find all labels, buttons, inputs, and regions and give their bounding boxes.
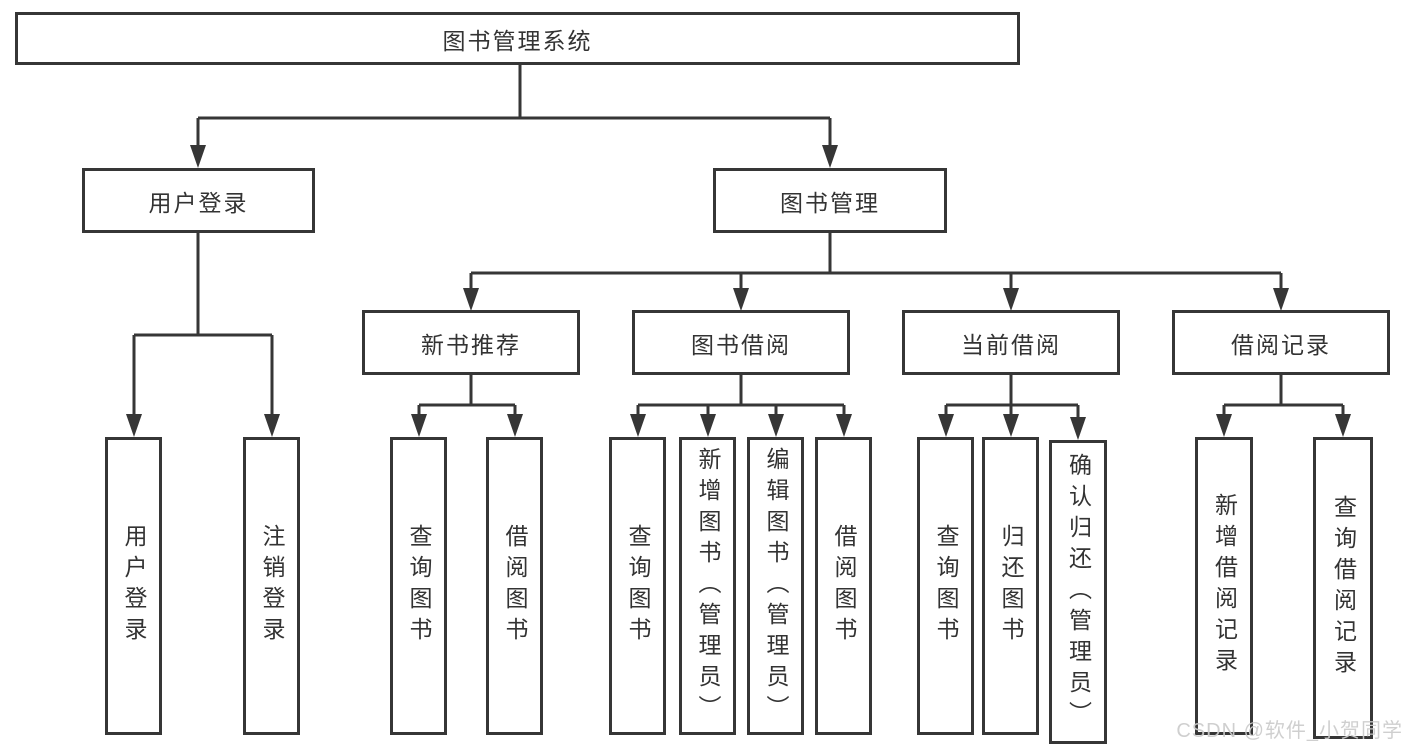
node-leaf-edit-book-admin: 编辑图书（管理员）: [747, 437, 804, 735]
node-leaf-query-books-current: 查询图书: [917, 437, 974, 735]
node-leaf-query-borrow-record: 查询借阅记录: [1313, 437, 1373, 739]
node-leaf-confirm-return-admin: 确认归还（管理员）: [1049, 440, 1107, 744]
node-leaf-add-book-admin: 新增图书（管理员）: [679, 437, 736, 735]
node-leaf-borrow-books-recommend: 借阅图书: [486, 437, 543, 735]
node-book-management-branch: 图书管理: [713, 168, 947, 233]
node-root-system: 图书管理系统: [15, 12, 1020, 65]
node-borrowing-records: 借阅记录: [1172, 310, 1390, 375]
arrowheads: [126, 145, 1351, 440]
node-leaf-query-books-borrowing: 查询图书: [609, 437, 666, 735]
node-new-book-recommendation: 新书推荐: [362, 310, 580, 375]
node-current-borrowing: 当前借阅: [902, 310, 1120, 375]
node-leaf-borrow-books-borrowing: 借阅图书: [815, 437, 872, 735]
node-leaf-query-books-recommend: 查询图书: [390, 437, 447, 735]
tree-edges: [132, 65, 1345, 422]
node-leaf-logout: 注销登录: [243, 437, 300, 735]
node-leaf-user-login: 用户登录: [105, 437, 162, 735]
node-user-login-branch: 用户登录: [82, 168, 315, 233]
node-leaf-add-borrow-record: 新增借阅记录: [1195, 437, 1253, 735]
node-leaf-return-books: 归还图书: [982, 437, 1039, 735]
node-book-borrowing: 图书借阅: [632, 310, 850, 375]
csdn-watermark: CSDN @软件_小贺同学: [1176, 720, 1403, 742]
